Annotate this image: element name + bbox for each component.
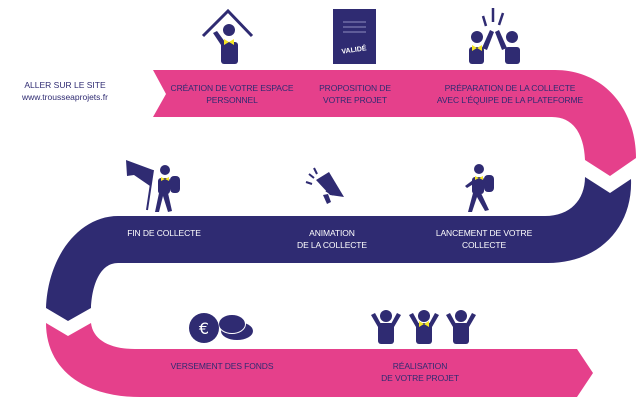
euro-coins-icon: € <box>189 313 253 343</box>
step-realisation-projet: RÉALISATION DE VOTRE PROJET <box>381 361 459 384</box>
step-label-line1: VERSEMENT DES FONDS <box>170 361 274 371</box>
step-label-line2: AVEC L'ÉQUIPE DE LA PLATEFORME <box>436 94 584 105</box>
flag-hiker-icon <box>126 160 180 212</box>
step-label-line1: ANIMATION <box>309 228 355 238</box>
step-label-line2: DE VOTRE PROJET <box>381 372 459 383</box>
step-creation-espace: CRÉATION DE VOTRE ESPACE PERSONNEL <box>171 83 294 106</box>
step-label-line1: PRÉPARATION DE LA COLLECTE <box>444 83 576 93</box>
site-link-block[interactable]: ALLER SUR LE SITE www.trousseaprojets.fr <box>20 80 110 103</box>
person-house-icon <box>201 8 254 64</box>
step-label-line1: PROPOSITION DE <box>319 83 391 93</box>
step-label-line1: CRÉATION DE VOTRE ESPACE <box>170 83 294 93</box>
validated-document-icon: VALIDÉ <box>333 9 376 64</box>
step-lancement-collecte: LANCEMENT DE VOTRE COLLECTE <box>436 228 532 251</box>
step-animation-collecte: ANIMATION DE LA COLLECTE <box>297 228 367 251</box>
step-label-line2: DE LA COLLECTE <box>297 239 367 250</box>
step-proposition-projet: PROPOSITION DE VOTRE PROJET <box>319 83 391 106</box>
svg-text:€: € <box>199 319 209 338</box>
step-preparation-collecte: PRÉPARATION DE LA COLLECTE AVEC L'ÉQUIPE… <box>437 83 583 106</box>
hiker-icon <box>465 164 494 212</box>
step-label-line1: FIN DE COLLECTE <box>127 228 201 238</box>
step-label-line2: COLLECTE <box>461 239 507 250</box>
high-five-icon <box>469 8 520 64</box>
site-link-label: ALLER SUR LE SITE <box>24 80 106 90</box>
step-label-line2: PERSONNEL <box>206 94 258 105</box>
step-label-line1: RÉALISATION <box>392 361 448 371</box>
road-segment-middle <box>46 177 632 321</box>
site-url-link[interactable]: www.trousseaprojets.fr <box>22 91 108 102</box>
step-label-line2: VOTRE PROJET <box>323 94 387 105</box>
step-versement-fonds: VERSEMENT DES FONDS <box>171 361 274 373</box>
step-fin-collecte: FIN DE COLLECTE <box>127 228 201 240</box>
road-segment-top <box>153 70 636 176</box>
road-segment-bottom <box>46 323 593 397</box>
cheering-people-icon <box>371 310 476 344</box>
megaphone-icon <box>305 167 344 204</box>
step-label-line1: LANCEMENT DE VOTRE <box>435 228 533 238</box>
